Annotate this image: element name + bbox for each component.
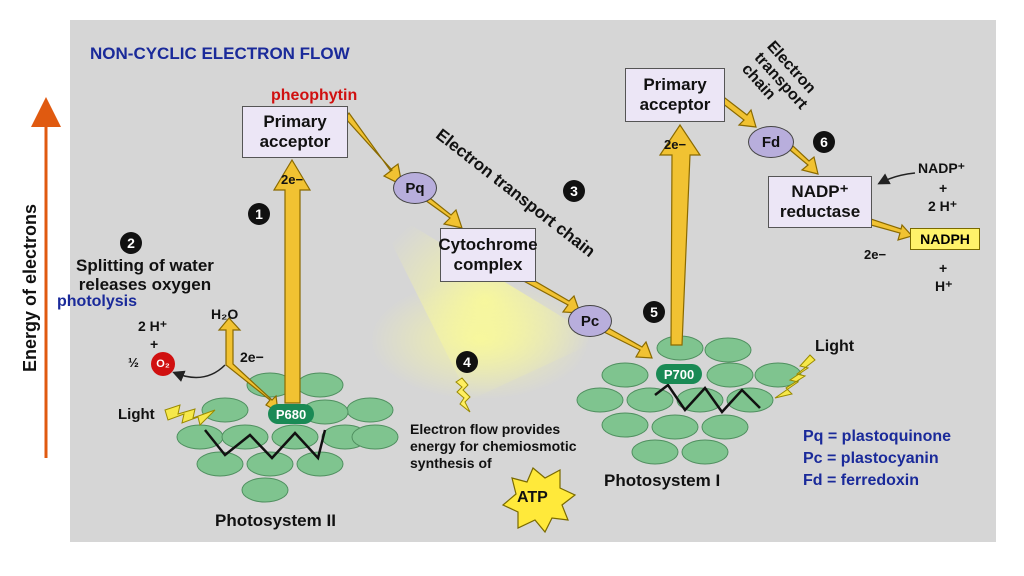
h2o-label: H₂O [211,306,239,322]
light-bolts [164,354,816,426]
step-3-badge: 3 [563,180,585,202]
nadph-plus-label: + [939,260,948,276]
half-label: ½ [128,355,139,370]
ps1-primary-acceptor-line2: acceptor [639,95,711,114]
nadp-electrons-label: 2e− [864,247,887,262]
atp-explanation-line1: Electron flow provides [410,421,561,437]
photosystem-i-label: Photosystem I [604,471,721,490]
nadp-input-label: NADP⁺ [918,160,966,176]
ps2-primary-acceptor-box: Primary acceptor [242,106,348,158]
cytochrome-line1: Cytochrome [438,235,538,254]
abbreviation-legend: Pq = plastoquinone Pc = plastocyanin Fd … [803,426,951,492]
oxygen-molecule: O₂ [151,352,175,376]
nadp-2h-label: 2 H⁺ [928,198,958,214]
legend-pc: Pc = plastocyanin [803,450,939,467]
nadp-reductase-line2: reductase [779,202,861,221]
ps1-primary-acceptor-line1: Primary [643,75,707,94]
legend-fd: Fd = ferredoxin [803,472,920,489]
step-2-badge: 2 [120,232,142,254]
atp-explanation: Electron flow provides energy for chemio… [410,421,577,472]
p680-reaction-center: P680 [268,404,314,424]
nadp-reductase-box: NADP⁺ reductase [768,176,872,228]
plus-label: + [150,336,159,352]
fd-carrier: Fd [748,126,794,158]
diagram-title: NON-CYCLIC ELECTRON FLOW [90,44,350,63]
water-splitting-line1: Splitting of water [76,256,214,275]
photolysis-label: photolysis [57,293,138,310]
atp-explanation-line2: energy for chemiosmotic [410,438,577,454]
ps1-light-label: Light [815,338,855,355]
atp-energy-bolt [455,377,471,413]
nadph-product: NADPH [910,228,980,250]
ps1-primary-acceptor-box: Primary acceptor [625,68,725,122]
o2-release-arrow [172,364,226,382]
ps2-primary-acceptor-line1: Primary [263,112,327,131]
legend-pq: Pq = plastoquinone [803,428,952,445]
energy-glow [370,280,590,400]
nadph-h-label: H⁺ [935,278,953,294]
p700-reaction-center: P700 [656,364,702,384]
step-1-badge: 1 [248,203,270,225]
light-energy-paths [204,383,761,461]
photosystem-ii-label: Photosystem II [215,511,336,530]
nadp-in-arrow [877,172,916,185]
photosystem-i-cluster [576,335,802,465]
atp-explanation-line3: synthesis of [410,455,492,471]
ps1-electrons-label: 2e− [664,137,687,152]
step-4-badge: 4 [456,351,478,373]
ps2-primary-acceptor-line2: acceptor [259,132,331,151]
cytochrome-line2: complex [453,255,523,274]
ps2-electrons-label: 2e− [281,172,304,187]
nadp-reductase-line1: NADP⁺ [791,182,849,201]
atp-starburst [501,467,577,534]
step-6-badge: 6 [813,131,835,153]
two-h-label: 2 H⁺ [138,318,168,334]
pc-carrier: Pc [568,305,612,337]
photosystem-ii-cluster [176,372,399,503]
water-electrons-label: 2e− [240,349,264,365]
cytochrome-complex-box: Cytochrome complex [438,228,538,282]
water-splitting-line2: releases oxygen [78,275,212,294]
y-axis-label: Energy of electrons [20,203,40,372]
water-splitting-text: Splitting of water releases oxygen [76,256,214,294]
atp-label: ATP [517,489,548,506]
ps2-light-label: Light [118,406,155,423]
nadp-plus-label: + [939,180,948,196]
pq-carrier: Pq [393,172,437,204]
pheophytin-label: pheophytin [271,87,358,104]
step-5-badge: 5 [643,301,665,323]
